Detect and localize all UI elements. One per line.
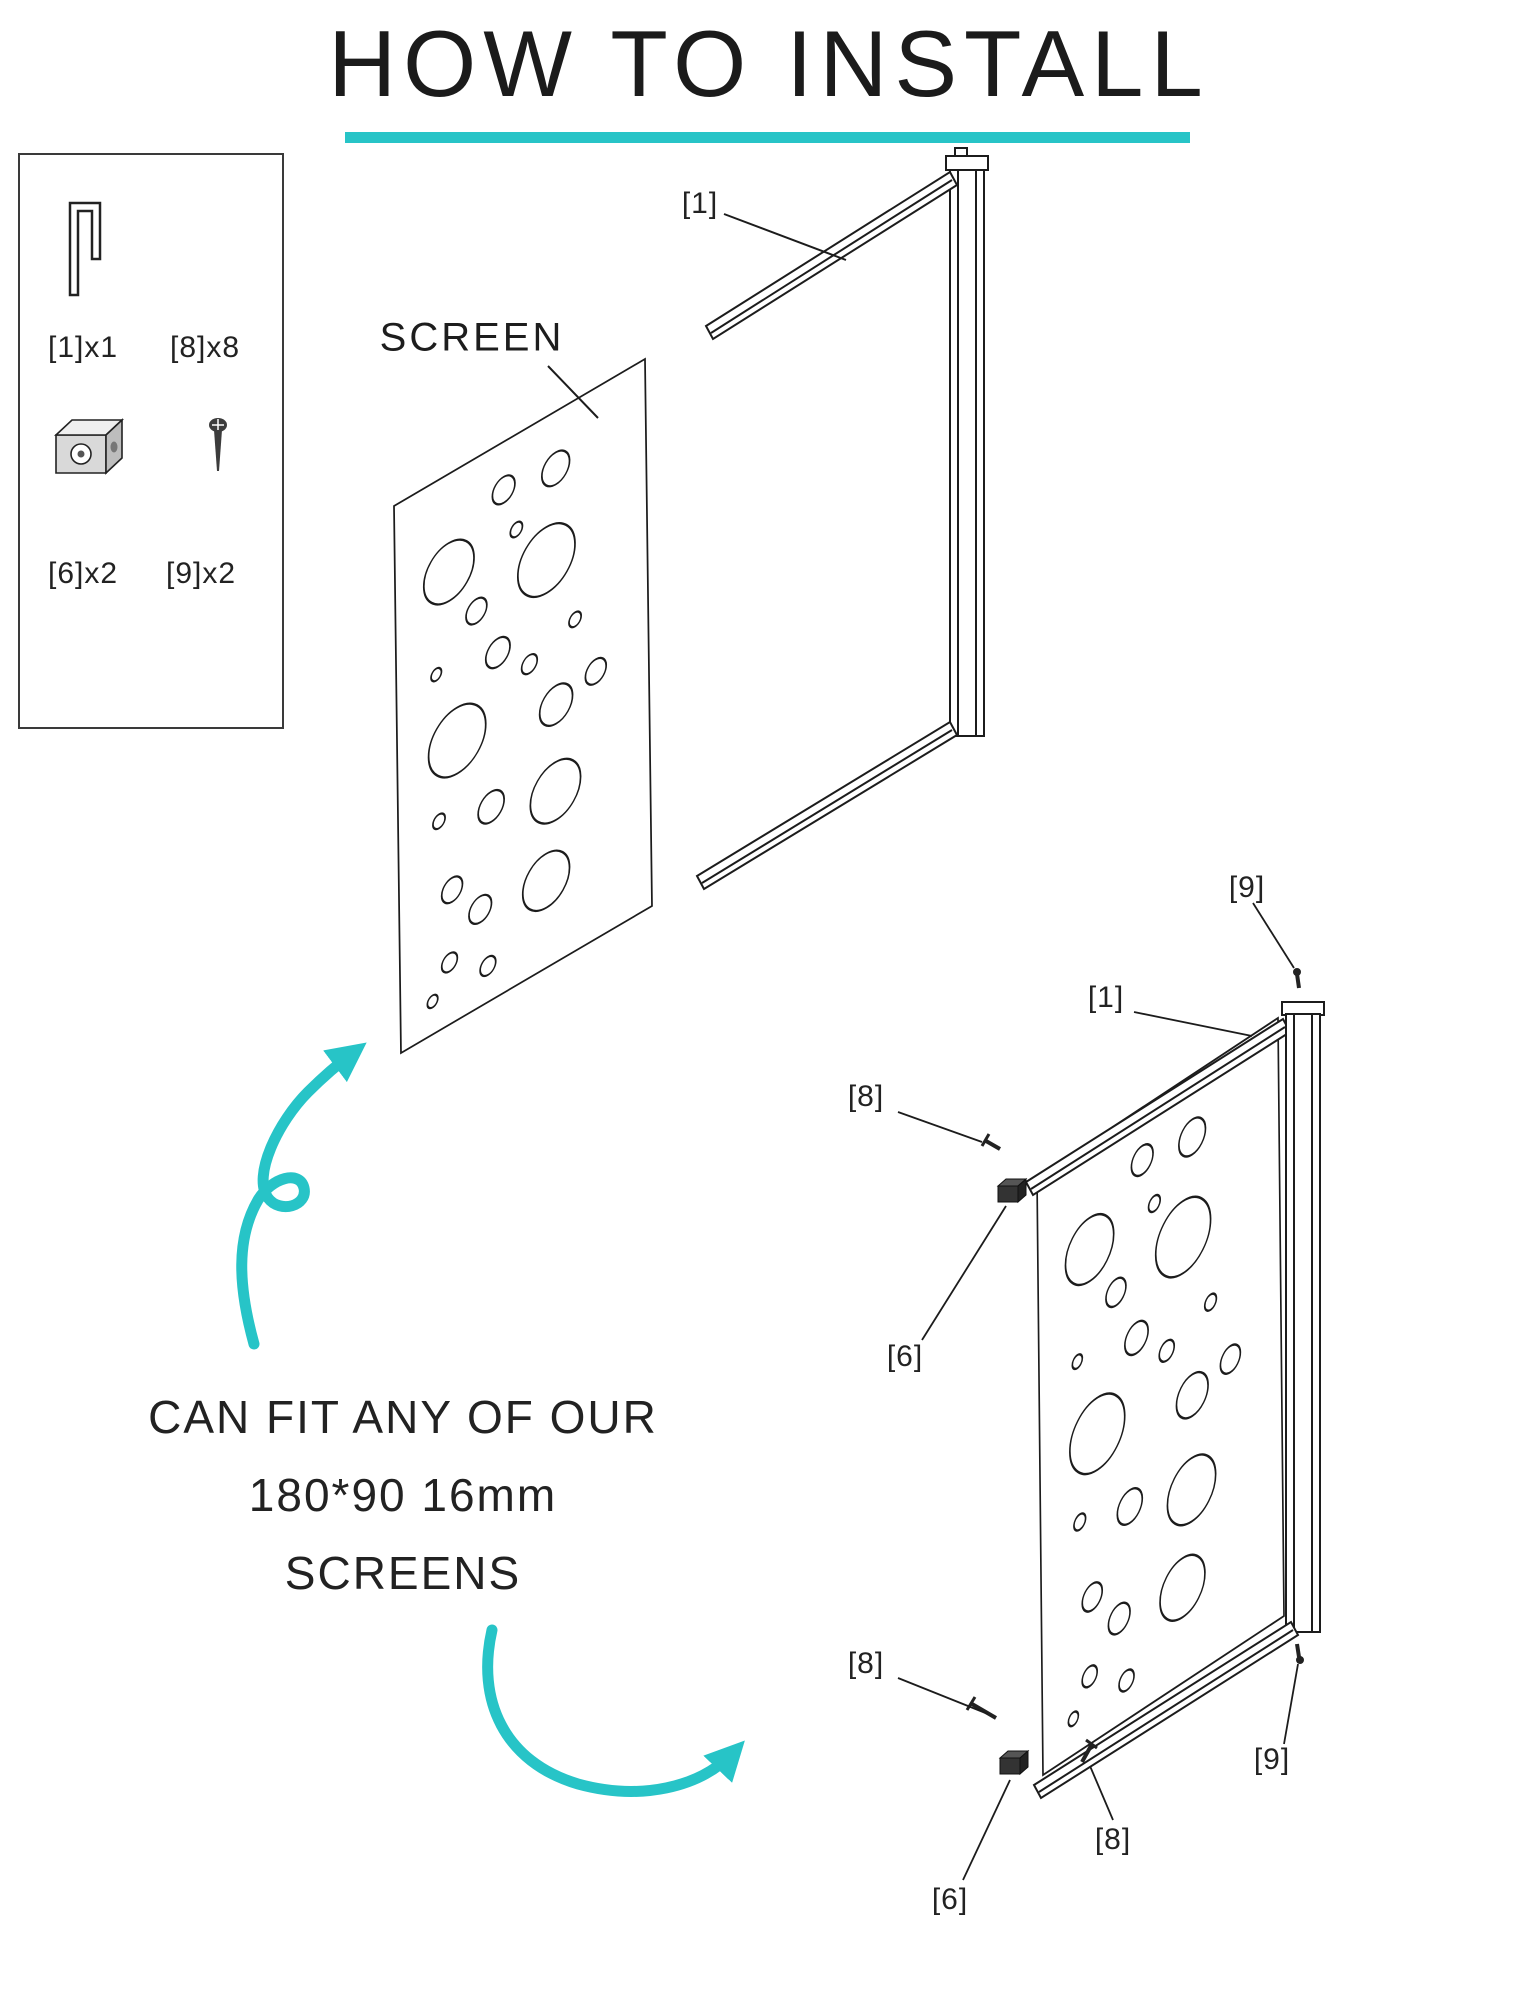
connector-block-upper — [996, 1177, 1028, 1204]
fit-caption-line3: SCREENS — [284, 1547, 522, 1600]
fit-caption: CAN FIT ANY OF OUR 180*90 16mm SCREENS — [83, 1378, 723, 1613]
callout-8-lower-left: [8] — [847, 1647, 885, 1680]
screen-panel-exploded — [392, 357, 654, 1055]
screws — [965, 968, 1304, 1763]
callout-frame-part: [1] — [681, 187, 719, 220]
callout-6-bottom-left: [6] — [931, 1883, 969, 1916]
frame-exploded — [695, 147, 989, 891]
callout-6-mid-left: [6] — [886, 1340, 924, 1373]
fit-caption-line2: 180*90 16mm — [248, 1469, 558, 1522]
arrow-to-screen — [236, 1042, 367, 1350]
leader-lines-exploded — [547, 213, 847, 419]
legend-label-part6: [6]x2 — [48, 557, 119, 590]
screen-callout-label: SCREEN — [379, 315, 565, 360]
connector-block-icon — [44, 405, 139, 495]
legend-label-part9: [9]x2 — [166, 557, 237, 590]
callout-9-top-right: [9] — [1228, 871, 1266, 904]
title-underline — [345, 132, 1190, 143]
leader-lines-assembly — [897, 902, 1299, 1881]
legend-label-part8: [8]x8 — [170, 331, 241, 364]
legend-label-part1: [1]x1 — [48, 331, 119, 364]
screw-icon — [204, 415, 232, 484]
fit-caption-line1: CAN FIT ANY OF OUR — [148, 1391, 658, 1443]
callout-8-upper-left: [8] — [847, 1080, 885, 1113]
callout-9-bottom-right: [9] — [1253, 1743, 1291, 1776]
assembly-frame — [1024, 1001, 1325, 1800]
callout-8-bottom-mid: [8] — [1094, 1823, 1132, 1856]
assembly — [965, 968, 1325, 1800]
page-title: HOW TO INSTALL — [328, 11, 1210, 116]
parts-legend-box: [1]x1 [8]x8 [6]x2 [9]x2 — [18, 153, 284, 729]
arrow-to-assembly — [482, 1624, 745, 1797]
frame-channel-icon — [54, 191, 114, 306]
callout-1-top: [1] — [1087, 981, 1125, 1014]
flow-arrows — [236, 1042, 745, 1797]
connector-block-lower — [998, 1749, 1030, 1776]
